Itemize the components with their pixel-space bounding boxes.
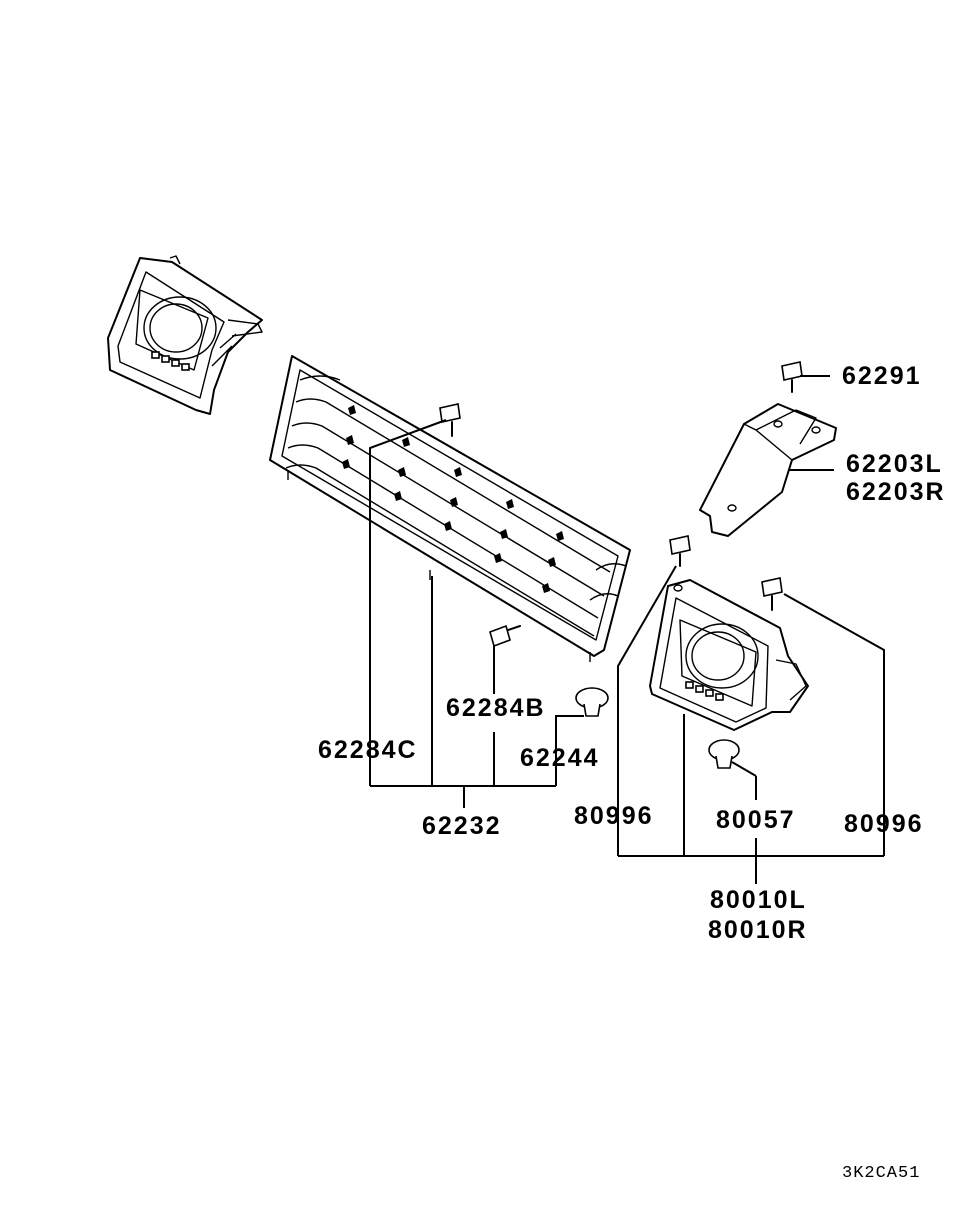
- leader-lines: [369, 375, 885, 884]
- label-62203R: 62203R: [846, 478, 946, 506]
- clip-62244: [575, 687, 609, 717]
- screw-80996-left: [669, 535, 691, 567]
- grille-bracket: [699, 403, 837, 537]
- clip-80057: [708, 739, 740, 769]
- label-80010L: 80010L: [710, 886, 807, 914]
- label-80996-left: 80996: [574, 802, 654, 830]
- screw-62284B: [489, 624, 521, 648]
- label-80996-right: 80996: [844, 810, 924, 838]
- label-62203L: 62203L: [846, 450, 943, 478]
- label-80057: 80057: [716, 806, 796, 834]
- screw-80996-right: [761, 577, 783, 611]
- label-62244: 62244: [520, 744, 600, 772]
- screw-62291: [781, 361, 803, 393]
- label-80010R: 80010R: [708, 916, 808, 944]
- label-62284C: 62284C: [318, 736, 418, 764]
- label-62284B: 62284B: [446, 694, 546, 722]
- label-62232: 62232: [422, 812, 502, 840]
- radiator-grille: [269, 355, 631, 662]
- headlamp-bezel-right: [649, 579, 809, 731]
- screw-62284C: [439, 403, 461, 437]
- label-62291: 62291: [842, 362, 922, 390]
- headlamp-bezel-left: [107, 255, 263, 415]
- diagram-code: 3K2CA51: [842, 1164, 921, 1183]
